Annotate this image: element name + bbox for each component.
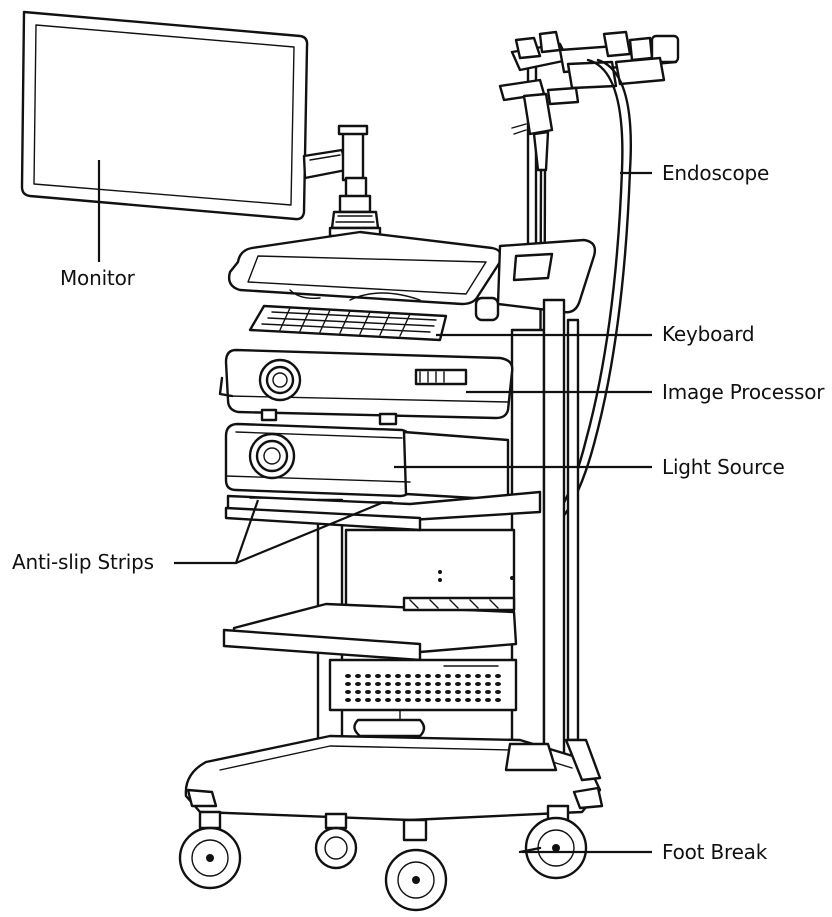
vent-hole bbox=[345, 682, 351, 686]
vent-hole bbox=[435, 698, 441, 702]
vent-hole bbox=[475, 674, 481, 678]
vent-hole bbox=[485, 674, 491, 678]
vent-hole bbox=[435, 690, 441, 694]
vent-hole bbox=[445, 674, 451, 678]
vent-hole bbox=[495, 690, 501, 694]
vent-hole bbox=[425, 682, 431, 686]
vent-hole bbox=[385, 690, 391, 694]
vent-hole bbox=[425, 674, 431, 678]
vent-hole bbox=[435, 682, 441, 686]
caster-middle bbox=[314, 812, 358, 870]
keyboard-drawing bbox=[248, 304, 448, 342]
vent-hole bbox=[375, 690, 381, 694]
vent-hole bbox=[395, 674, 401, 678]
image-processor-drawing bbox=[218, 348, 514, 426]
vent-hole bbox=[385, 698, 391, 702]
vent-hole bbox=[445, 698, 451, 702]
vent-hole bbox=[385, 682, 391, 686]
monitor-label: Monitor bbox=[60, 266, 135, 290]
vent-hole bbox=[455, 698, 461, 702]
vent-hole bbox=[415, 690, 421, 694]
vent-box-drawing bbox=[328, 658, 518, 712]
endoscope-label: Endoscope bbox=[662, 161, 770, 185]
light-source-drawing bbox=[224, 422, 510, 502]
vent-hole bbox=[465, 682, 471, 686]
vent-hole bbox=[405, 690, 411, 694]
foot-break-label: Foot Break bbox=[662, 840, 768, 864]
vent-hole bbox=[405, 682, 411, 686]
caster-left-front bbox=[178, 810, 242, 890]
vent-hole bbox=[475, 690, 481, 694]
vent-hole bbox=[385, 674, 391, 678]
vent-hole bbox=[425, 690, 431, 694]
monitor-drawing bbox=[20, 10, 382, 238]
vent-hole bbox=[465, 674, 471, 678]
caster-right-front bbox=[518, 804, 588, 880]
cart-frame-drawing bbox=[316, 298, 580, 762]
vent-hole bbox=[355, 690, 361, 694]
vent-hole bbox=[495, 674, 501, 678]
vent-hole bbox=[415, 674, 421, 678]
caster-center-front bbox=[384, 818, 448, 912]
vent-hole bbox=[485, 698, 491, 702]
vent-hole bbox=[485, 690, 491, 694]
vent-hole bbox=[415, 698, 421, 702]
vent-hole bbox=[435, 674, 441, 678]
light-source-label: Light Source bbox=[662, 455, 785, 479]
vent-hole bbox=[485, 682, 491, 686]
vent-hole bbox=[405, 698, 411, 702]
vent-hole bbox=[355, 682, 361, 686]
vent-hole bbox=[345, 698, 351, 702]
vent-hole bbox=[375, 674, 381, 678]
top-shelf-drawing bbox=[227, 230, 597, 322]
vent-hole bbox=[415, 682, 421, 686]
keyboard-label: Keyboard bbox=[662, 322, 755, 346]
anti-slip-leader-line-2 bbox=[235, 500, 385, 565]
vent-hole bbox=[355, 698, 361, 702]
vent-hole bbox=[425, 698, 431, 702]
anti-slip-strips-label: Anti-slip Strips bbox=[12, 550, 154, 574]
vent-hole bbox=[475, 682, 481, 686]
base-drawing bbox=[184, 718, 604, 822]
vent-hole bbox=[395, 690, 401, 694]
vent-hole bbox=[475, 698, 481, 702]
vent-hole bbox=[455, 682, 461, 686]
vent-hole bbox=[445, 690, 451, 694]
vent-hole bbox=[355, 674, 361, 678]
vent-hole bbox=[345, 674, 351, 678]
lower-shelf-drawing bbox=[222, 596, 518, 662]
vent-hole bbox=[345, 690, 351, 694]
vent-hole bbox=[465, 698, 471, 702]
vent-hole bbox=[365, 682, 371, 686]
image-processor-label: Image Processor bbox=[662, 380, 825, 404]
vent-hole bbox=[405, 674, 411, 678]
vent-hole bbox=[395, 698, 401, 702]
vent-hole bbox=[365, 674, 371, 678]
vent-hole bbox=[445, 682, 451, 686]
vent-hole bbox=[375, 698, 381, 702]
vent-hole bbox=[495, 698, 501, 702]
vent-hole bbox=[465, 690, 471, 694]
endoscope-drawing bbox=[498, 30, 680, 538]
vent-hole bbox=[365, 690, 371, 694]
vent-hole bbox=[455, 690, 461, 694]
vent-hole bbox=[365, 698, 371, 702]
vent-hole bbox=[395, 682, 401, 686]
vent-hole bbox=[495, 682, 501, 686]
middle-shelf-drawing bbox=[224, 490, 542, 532]
vent-hole bbox=[455, 674, 461, 678]
vent-hole bbox=[375, 682, 381, 686]
